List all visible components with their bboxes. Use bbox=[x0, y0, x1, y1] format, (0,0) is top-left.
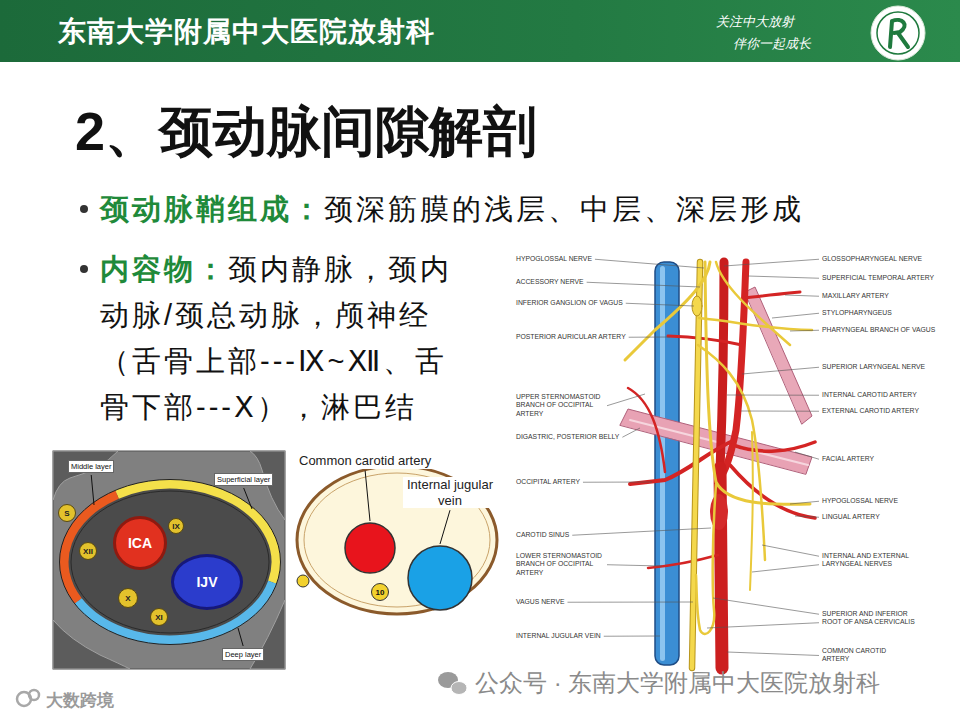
bullet-heading: 颈动脉鞘组成： bbox=[100, 193, 324, 225]
leader-line bbox=[785, 295, 819, 296]
leader-line bbox=[91, 475, 94, 505]
nerve-dot: S bbox=[58, 504, 76, 522]
anatomy-label: INTERNAL AND EXTERNAL LARYNGEAL NERVES bbox=[822, 552, 918, 569]
anatomy-label: STYLOPHARYNGEUS bbox=[822, 309, 892, 317]
vein-ellipse: IJV bbox=[171, 554, 243, 610]
leader-line bbox=[795, 452, 819, 459]
leader-line bbox=[742, 367, 819, 374]
leader-line bbox=[629, 337, 670, 338]
leader-line bbox=[583, 482, 652, 483]
watermark: 大数跨境 bbox=[46, 689, 114, 712]
nerve-dot: 10 bbox=[371, 583, 389, 601]
vessel-label: Common carotid artery bbox=[298, 453, 432, 469]
carotid-sheath-sketch bbox=[297, 466, 497, 614]
leader-line bbox=[244, 488, 252, 509]
anatomy-label: SUPERFICIAL TEMPORAL ARTERY bbox=[822, 274, 934, 282]
node-text: IX bbox=[172, 522, 180, 531]
node-text: 关注中大放射 bbox=[716, 13, 794, 31]
layer-label: Deep layer bbox=[222, 648, 264, 661]
carotid-space-section bbox=[53, 451, 285, 669]
leader-line bbox=[748, 276, 819, 278]
bullet-dot bbox=[80, 265, 88, 273]
anatomy-label: VAGUS NERVE bbox=[516, 598, 564, 606]
leader-line bbox=[795, 516, 819, 517]
bullet-line: 颈动脉鞘组成：颈深筋膜的浅层、中层、深层形成 bbox=[100, 188, 804, 230]
watermark: 公众号 · 东南大学附属中大医院放射科 bbox=[475, 667, 880, 699]
anatomy-label: EXTERNAL CAROTID ARTERY bbox=[822, 407, 919, 415]
bullet-text: 颈深筋膜的浅层、中层、深层形成 bbox=[324, 193, 804, 225]
leader-line bbox=[607, 565, 662, 566]
anatomy-label: DIGASTRIC, POSTERIOR BELLY bbox=[516, 433, 619, 441]
anatomy-label: INTERNAL CAROTID ARTERY bbox=[822, 391, 917, 399]
node-text: XI bbox=[155, 613, 163, 622]
anatomy-label: ACCESSORY NERVE bbox=[516, 278, 584, 286]
leader-line bbox=[727, 652, 819, 655]
source-logo bbox=[17, 690, 39, 706]
anatomy-label: MAXILLARY ARTERY bbox=[822, 292, 889, 300]
node-text: X bbox=[125, 594, 130, 603]
vessel-label: Internal jugular vein bbox=[403, 477, 497, 508]
node-text: IJV bbox=[196, 574, 217, 590]
anatomy-label: SUPERIOR LARYNGEAL NERVE bbox=[822, 363, 925, 371]
nerve-dot: X bbox=[118, 588, 138, 608]
anatomy-label: SUPERIOR AND INFERIOR ROOT OF ANSA CERVI… bbox=[822, 610, 922, 627]
leader-line bbox=[365, 471, 370, 521]
leader-line bbox=[604, 636, 660, 637]
leader-line bbox=[762, 545, 819, 556]
leader-line bbox=[567, 602, 693, 603]
leader-line bbox=[572, 528, 711, 535]
node-text: XII bbox=[83, 547, 93, 556]
bullet-line: 内容物：颈内静脉，颈内动脉/颈总动脉，颅神经（舌骨上部---Ⅸ~Ⅻ、舌骨下部--… bbox=[100, 246, 478, 430]
leader-line bbox=[790, 501, 819, 504]
leader-line bbox=[713, 598, 819, 614]
anatomy-label: COMMON CAROTID ARTERY bbox=[822, 647, 888, 664]
anatomy-label: POSTERIOR AURICULAR ARTERY bbox=[516, 333, 626, 341]
wechat-icon bbox=[438, 672, 467, 695]
anatomy-label: LOWER STERNOMASTOID BRANCH OF OCCIPITAL … bbox=[516, 552, 604, 577]
anatomy-label: FACIAL ARTERY bbox=[822, 455, 874, 463]
anatomy-label: UPPER STERNOMASTOID BRANCH OF OCCIPITAL … bbox=[516, 393, 604, 418]
nerve-dot: IX bbox=[168, 518, 184, 534]
anatomy-label: HYPOGLOSSAL NERVE bbox=[822, 497, 898, 505]
leader-line bbox=[622, 428, 640, 437]
leader-line bbox=[752, 565, 819, 572]
leader-line bbox=[440, 510, 450, 544]
leader-line bbox=[607, 394, 645, 406]
node-text: 10 bbox=[376, 588, 385, 597]
bullet-heading: 内容物： bbox=[100, 253, 228, 285]
node-text: 伴你一起成长 bbox=[733, 35, 811, 53]
node-text: S bbox=[64, 509, 69, 518]
anatomy-label: LINGUAL ARTERY bbox=[822, 513, 880, 521]
slide-title: 2、颈动脉间隙解剖 bbox=[75, 96, 537, 169]
anatomy-label: PHARYNGEAL BRANCH OF VAGUS bbox=[822, 326, 935, 334]
node-text: 东南大学附属中大医院放射科 bbox=[58, 13, 435, 51]
leader-line bbox=[238, 628, 243, 646]
layer-label: Superficial layer bbox=[214, 473, 273, 486]
anatomy-label: CAROTID SINUS bbox=[516, 531, 569, 539]
carotid-anatomy-illustration bbox=[620, 262, 815, 668]
bullet-dot bbox=[80, 205, 88, 213]
layer-label: Middle layer bbox=[68, 460, 114, 473]
leader-line bbox=[595, 259, 704, 268]
leader-line bbox=[626, 303, 694, 306]
header-band: 东南大学附属中大医院放射科 关注中大放射伴你一起成长 bbox=[0, 0, 960, 62]
leader-line bbox=[772, 313, 819, 318]
leader-line bbox=[741, 411, 819, 412]
leader-line bbox=[707, 623, 819, 628]
hospital-logo bbox=[868, 3, 928, 63]
anatomy-label: INTERNAL JUGULAR VEIN bbox=[516, 632, 601, 640]
leader-line bbox=[790, 330, 819, 332]
node-text: ICA bbox=[128, 535, 152, 551]
anatomy-label: GLOSSOPHARYNGEAL NERVE bbox=[822, 255, 922, 263]
artery-circle: ICA bbox=[113, 516, 167, 570]
nerve-dot: XI bbox=[150, 608, 168, 626]
leader-line bbox=[727, 395, 819, 396]
anatomy-label: OCCIPITAL ARTERY bbox=[516, 478, 580, 486]
anatomy-label: INFERIOR GANGLION OF VAGUS bbox=[516, 299, 623, 307]
nerve-dot: XII bbox=[79, 542, 97, 560]
anatomy-label: HYPOGLOSSAL NERVE bbox=[516, 255, 592, 263]
leader-line bbox=[724, 259, 819, 266]
leader-line bbox=[587, 282, 700, 287]
